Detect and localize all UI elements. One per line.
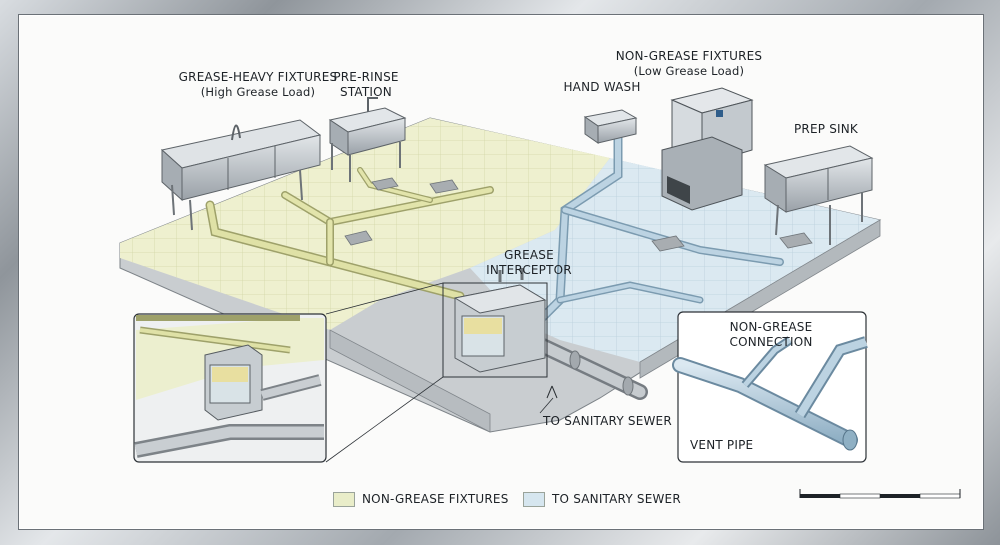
legend-label-sewer: TO SANITARY SEWER [552, 492, 681, 506]
non-grease-connection-inset [672, 311, 868, 463]
ice-machine [661, 87, 754, 211]
pre-rinse-label-line2: STATION [340, 85, 392, 99]
grease-heavy-subtitle: (High Grease Load) [200, 85, 316, 99]
pre-rinse-station [328, 97, 407, 182]
prep-sink [763, 145, 874, 245]
grease-interceptor [442, 268, 548, 378]
hand-wash-sink [583, 109, 638, 144]
floor-drains [344, 177, 813, 252]
pre-rinse-label-line1: PRE-RINSE [333, 70, 399, 84]
inset-connection-line2: CONNECTION [729, 335, 813, 349]
grease-pipes [205, 167, 494, 301]
hand-wash-label: HAND WASH [563, 80, 641, 94]
interceptor-detail-inset [133, 313, 327, 463]
non-grease-subtitle: (Low Grease Load) [633, 64, 745, 78]
legend-swatch-non-grease [333, 492, 355, 507]
sewer-pipes [525, 130, 784, 335]
non-grease-title: NON-GREASE FIXTURES [615, 49, 763, 63]
vent-pipe-label: VENT PIPE [690, 438, 754, 452]
inset-connection-line1: NON-GREASE [729, 320, 813, 334]
legend-label-non-grease: NON-GREASE FIXTURES [362, 492, 509, 506]
legend-swatch-sewer [523, 492, 545, 507]
scale-bar [799, 489, 961, 499]
interceptor-label-line1: GREASE [504, 248, 554, 262]
to-sanitary-sewer-label: TO SANITARY SEWER [543, 414, 672, 428]
grease-heavy-title: GREASE-HEAVY FIXTURES [178, 70, 338, 84]
interceptor-label-line2: INTERCEPTOR [486, 263, 572, 277]
prep-sink-label: PREP SINK [793, 122, 858, 136]
three-compartment-sink [160, 119, 322, 231]
outlet-pipe [522, 332, 648, 400]
